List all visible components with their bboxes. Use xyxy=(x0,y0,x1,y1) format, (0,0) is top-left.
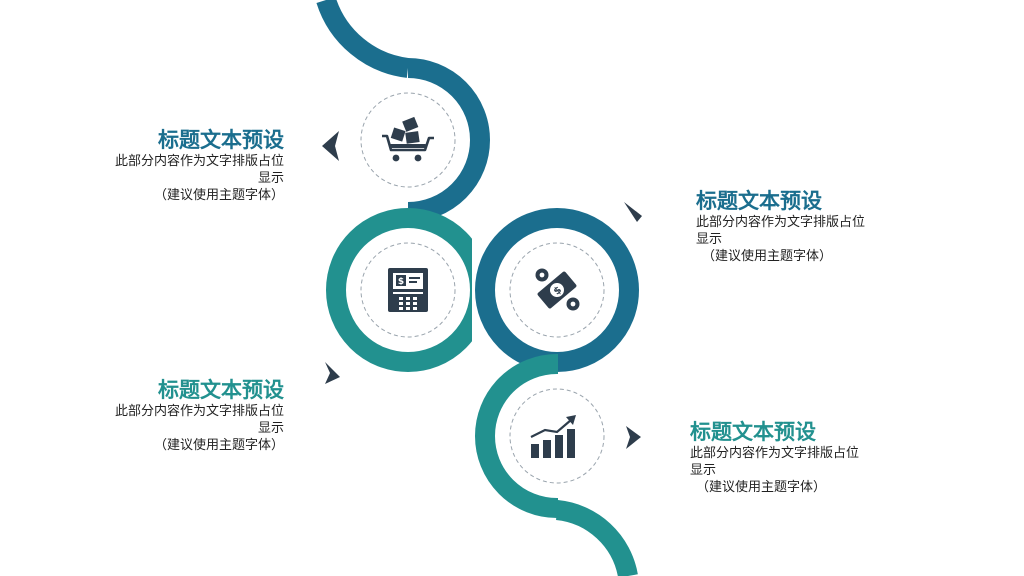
step-1-text: 标题文本预设 此部分内容作为文字排版占位显示 （建议使用主题字体） xyxy=(84,126,284,204)
dollar-bill-icon: $ xyxy=(535,268,580,311)
atm-icon: $ xyxy=(388,268,428,312)
step-3-text: 标题文本预设 此部分内容作为文字排版占位显示 （建议使用主题字体） xyxy=(696,187,896,265)
step-4-title: 标题文本预设 xyxy=(690,420,816,444)
connector-arc-top xyxy=(316,0,410,78)
svg-text:$: $ xyxy=(398,277,404,287)
shopping-cart-icon xyxy=(382,116,434,162)
step-3-note: （建议使用主题字体） xyxy=(702,249,833,264)
step-1-arc xyxy=(408,58,490,222)
step-2-note: （建议使用主题字体） xyxy=(153,438,284,453)
pointer-1 xyxy=(322,131,339,161)
step-2-description: 此部分内容作为文字排版占位显示 xyxy=(114,404,284,436)
step-4-text: 标题文本预设 此部分内容作为文字排版占位显示 （建议使用主题字体） xyxy=(690,418,890,496)
growth-chart-icon xyxy=(530,415,576,458)
step-2-arc xyxy=(326,208,472,372)
step-3-title: 标题文本预设 xyxy=(696,189,822,213)
step-3-dashed-circle xyxy=(509,242,605,338)
step-1-description: 此部分内容作为文字排版占位显示 xyxy=(114,154,284,186)
pointer-3 xyxy=(325,362,340,384)
step-3-description: 此部分内容作为文字排版占位显示 xyxy=(696,215,866,247)
step-4-arc xyxy=(475,354,558,518)
pointer-2 xyxy=(624,202,642,222)
step-1-title: 标题文本预设 xyxy=(158,128,284,152)
step-4-dashed-circle xyxy=(509,388,605,484)
step-4-note: （建议使用主题字体） xyxy=(696,480,827,495)
connector-arc-bottom xyxy=(555,500,638,576)
step-1-note: （建议使用主题字体） xyxy=(153,188,284,203)
step-2-dashed-circle xyxy=(360,242,456,338)
step-2-title: 标题文本预设 xyxy=(158,378,284,402)
step-1-dashed-circle xyxy=(360,92,456,188)
pointer-4 xyxy=(626,426,641,449)
step-2-text: 标题文本预设 此部分内容作为文字排版占位显示 （建议使用主题字体） xyxy=(84,376,284,454)
step-4-description: 此部分内容作为文字排版占位显示 xyxy=(690,446,860,478)
